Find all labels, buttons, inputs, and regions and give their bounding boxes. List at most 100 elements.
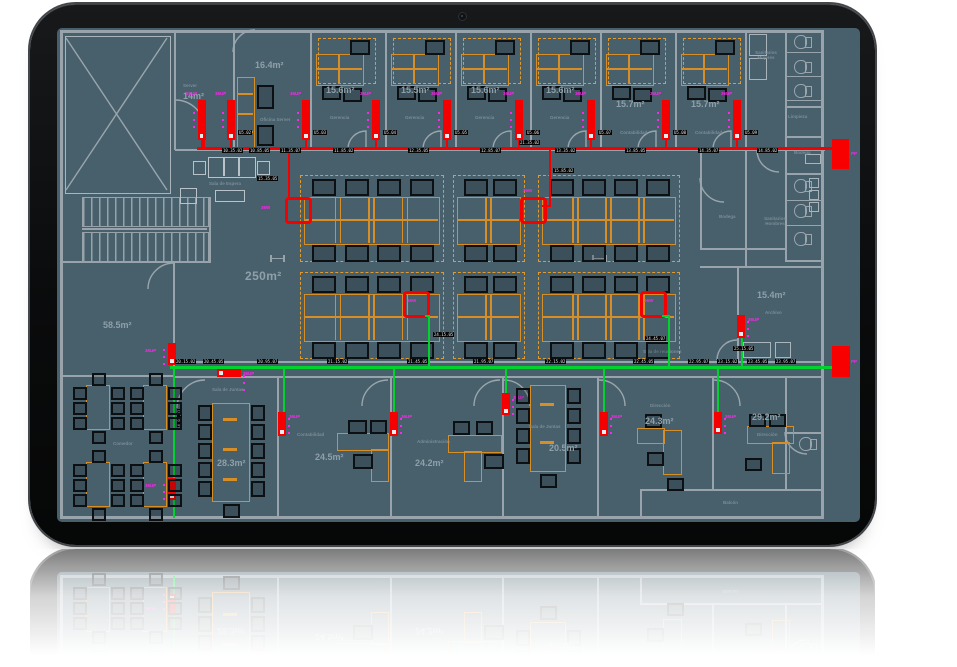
port-dot: [512, 399, 514, 401]
port-dot: [728, 126, 730, 128]
chair-or-monitor: [370, 420, 387, 434]
wall: [173, 376, 824, 378]
chair-or-monitor: [350, 40, 370, 55]
room-name-label: Gerencia: [475, 115, 495, 120]
cable-length-chip: 23.15.02: [717, 359, 739, 364]
main-panel[interactable]: [832, 139, 849, 169]
chair-or-monitor: [251, 443, 265, 459]
cable-length-chip: 10.35.02: [222, 148, 244, 153]
floor-junction-box[interactable]: [403, 291, 430, 318]
junction-drop: [549, 150, 551, 207]
armchair: [257, 161, 270, 175]
cable-length-chip: 12.85.07: [480, 148, 502, 153]
chair-or-monitor: [409, 342, 434, 359]
room-name-label: Contabilidad: [297, 432, 325, 437]
chair-or-monitor: [570, 40, 590, 55]
room-label: 58.5m²: [103, 320, 132, 330]
office-desk: [464, 451, 482, 482]
office-desk: [772, 442, 790, 474]
data-branch: [668, 317, 670, 367]
cable-length-chip: 21.45.05: [407, 359, 429, 364]
chair-or-monitor: [149, 431, 163, 444]
room-name-label: Contabilidad: [620, 130, 648, 135]
office-desk: [371, 449, 389, 482]
kitchen-sink: [775, 342, 791, 358]
device-feed: [305, 140, 307, 148]
wall: [277, 377, 279, 518]
rack-shelf: [237, 93, 253, 95]
chair-or-monitor: [614, 342, 638, 359]
cable-length-chip: U5.03: [313, 130, 328, 135]
cable-length-chip: 11.35.07: [280, 148, 302, 153]
room-label: 15.6m²: [326, 85, 355, 95]
port-dot: [163, 491, 165, 493]
cable-length-chip: 10.85.05: [249, 148, 271, 153]
wall: [785, 106, 824, 108]
chair-or-monitor: [409, 179, 434, 196]
chair-or-monitor: [542, 86, 561, 100]
wall: [785, 377, 787, 490]
floor-junction-box[interactable]: [640, 291, 667, 318]
cable-length-chip: 22.45.05: [633, 359, 655, 364]
room-name-label: Sanitarios Mujeres: [755, 50, 777, 60]
bench-divider: [339, 197, 341, 243]
chair-or-monitor: [550, 342, 574, 359]
chair-or-monitor: [463, 276, 488, 293]
device-feed: [201, 140, 203, 148]
port-count-label: 36UP: [575, 91, 587, 96]
room-label: 15.5m²: [401, 85, 430, 95]
port-count-label: 36UP: [725, 414, 737, 419]
bench-divider: [368, 294, 370, 340]
chair-or-monitor: [567, 428, 581, 444]
chair-or-monitor: [550, 276, 574, 293]
stairs-lower-flight: [82, 232, 209, 262]
wall: [785, 260, 824, 262]
chair-or-monitor: [73, 387, 87, 400]
port-dot: [747, 328, 749, 330]
shelf-box: [809, 202, 819, 212]
bench-divider: [572, 197, 574, 243]
shelf-box: [809, 190, 819, 200]
data-trunk-cable: [170, 366, 834, 369]
wall: [785, 200, 824, 201]
wall: [785, 136, 824, 138]
chair-or-monitor: [409, 245, 434, 262]
port-dot: [438, 112, 440, 114]
room-name-label: Comedor: [113, 441, 133, 446]
rack-shelf: [237, 113, 253, 115]
chair-or-monitor: [257, 85, 274, 109]
chair-or-monitor: [745, 458, 762, 471]
office-desk: [606, 54, 654, 86]
armchair: [193, 161, 206, 175]
desk-zone-outline: [538, 38, 596, 84]
wall: [700, 150, 702, 250]
bench-divider: [334, 294, 336, 340]
cable-length-chip: 20.95.07: [257, 359, 279, 364]
port-dot: [243, 382, 245, 384]
device-feed: [665, 140, 667, 148]
chair-or-monitor: [130, 402, 144, 415]
patch-device: [662, 100, 670, 140]
room-label: 15.7m²: [691, 99, 720, 109]
floor-junction-box[interactable]: [285, 197, 312, 224]
secondary-panel[interactable]: [832, 346, 850, 377]
cable-length-chip: 20.45.05: [203, 359, 225, 364]
patch-device: [278, 412, 286, 436]
desk-divider: [316, 68, 362, 70]
cable-length-chip: U5.04: [383, 130, 398, 135]
desk-zone-outline: [683, 38, 741, 84]
chair-or-monitor: [223, 504, 240, 518]
dining-table: [143, 385, 167, 430]
chair-or-monitor: [377, 276, 402, 293]
device-feed: [590, 140, 592, 148]
port-dot: [297, 112, 299, 114]
bench-divider: [643, 197, 645, 243]
data-branch: [741, 338, 743, 367]
port-dot: [163, 484, 165, 486]
port-dot: [610, 432, 612, 434]
chair-or-monitor: [492, 276, 517, 293]
office-desk: [681, 54, 729, 86]
floor-junction-box[interactable]: [520, 197, 547, 224]
room-label: 14m²: [183, 91, 205, 101]
